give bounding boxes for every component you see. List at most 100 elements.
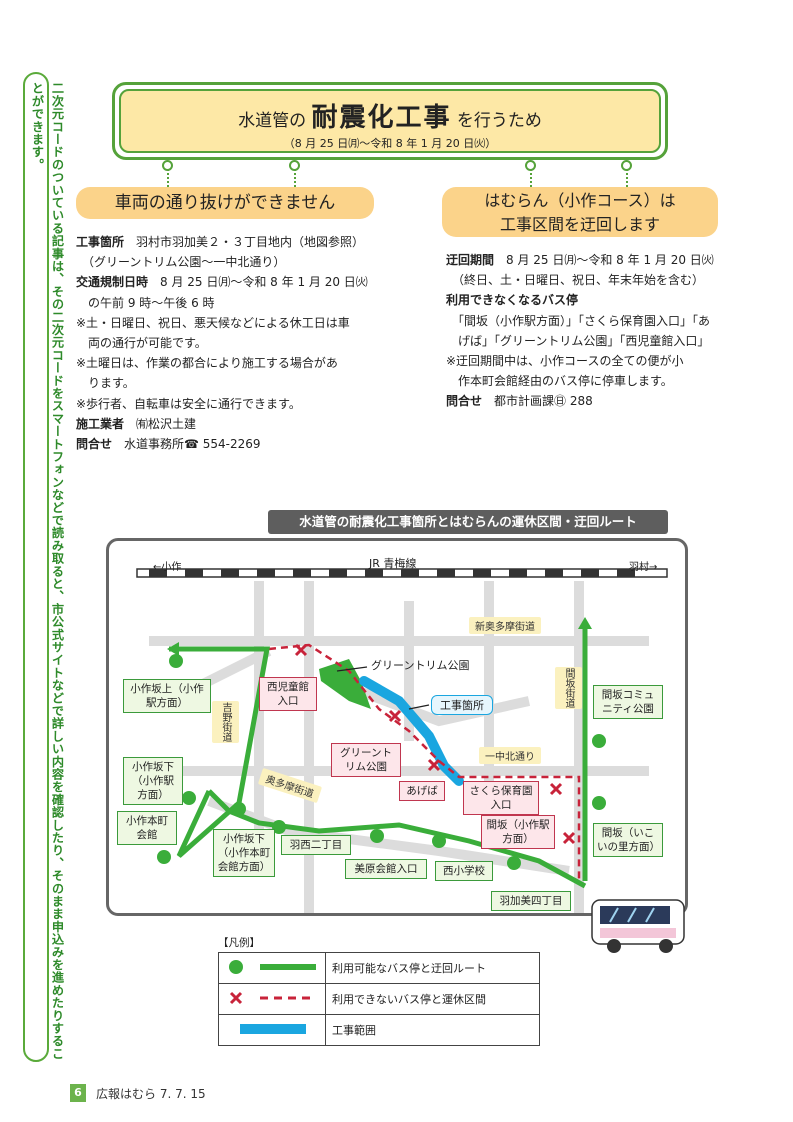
left-line: 施工業者 ㈲松沢土建 [76, 414, 382, 434]
stop-hakami4: 羽加美四丁目 [491, 891, 571, 911]
left-line: 工事箇所 羽村市羽加美２・３丁目地内（地図参照） [76, 232, 382, 252]
right-line: ※迂回期間中は、小作コースの全ての便が小 [446, 351, 722, 371]
legend-available: 利用可能なバス停と迂回ルート [325, 952, 540, 984]
left-line-text: ります。 [76, 376, 135, 391]
right-line-label: 利用できなくなるバス停 [446, 293, 579, 308]
stop-sakura: さくら保育園入口 [463, 781, 539, 815]
legend-construction: 工事範囲 [325, 1014, 540, 1046]
bus-illustration [591, 899, 685, 953]
stop-ageba: あげば [399, 781, 445, 801]
left-line: 両の通行が可能です。 [76, 333, 382, 353]
park-label: グリーントリム公園 [371, 659, 470, 672]
route-map: ←小作 羽村→ JR 青梅線 新奥多摩街道 間坂街道 吉野街道 奥多摩街道 一中… [106, 538, 688, 916]
park-shape [319, 659, 371, 709]
right-line-label: 問合せ [446, 394, 483, 409]
stop-magusaka-ozaku: 間坂（小作駅方面） [481, 815, 555, 849]
footer-text: 広報はむら 7. 7. 15 [96, 1087, 206, 1101]
header-title: 水道管の 耐震化工事 を行うため [121, 97, 659, 134]
left-line-text: （グリーントリム公園〜一中北通り） [76, 255, 286, 270]
stop-ozakusakaue: 小作坂上（小作駅方面） [123, 679, 211, 713]
stop-nishi-jidokan: 西児童館入口 [259, 677, 317, 711]
stop-honcho: 小作本町会館 [117, 811, 177, 845]
road-icchu: 一中北通り [479, 747, 541, 764]
stop-ozakusakashita-eki: 小作坂下（小作駅方面） [123, 757, 183, 805]
stop-mihara: 美原会館入口 [345, 859, 427, 879]
available-stop-markers [157, 654, 606, 870]
detour-arrow-up [578, 617, 592, 629]
detour-arrow-left [167, 642, 179, 656]
right-line-text: 都市計画課㊐ 288 [482, 394, 593, 409]
stop-ozakusakashita-honcho: 小作坂下（小作本町会館方面） [213, 829, 275, 877]
right-body: 迂回期間 8 月 25 日㈪〜令和 8 年 1 月 20 日㈫ （終日、土・日曜… [446, 250, 722, 412]
legend: 利用可能なバス停と迂回ルート 利用できないバス停と運休区間 工事範囲 [218, 952, 540, 1046]
left-line: ります。 [76, 373, 382, 393]
right-line: 迂回期間 8 月 25 日㈪〜令和 8 年 1 月 20 日㈫ [446, 250, 722, 270]
right-line-text: げば」「グリーントリム公園」「西児童館入口」 [446, 333, 710, 348]
right-line: げば」「グリーントリム公園」「西児童館入口」 [446, 331, 722, 351]
left-line-text: ※土曜日は、作業の都合により施工する場合があ [76, 356, 338, 371]
left-line: 交通規制日時 8 月 25 日㈪〜令和 8 年 1 月 20 日㈫ [76, 272, 382, 292]
unavailable-stop-markers [294, 643, 576, 845]
left-line: ※土曜日は、作業の都合により施工する場合があ [76, 353, 382, 373]
left-heading: 車両の通り抜けができません [76, 187, 374, 219]
side-note: 二次元コードのついている記事は、その二次元コードをスマートフォンなどで読み取ると… [23, 72, 64, 1062]
road-magusaka: 間坂街道 [555, 667, 582, 709]
header-prefix: 水道管の [238, 111, 307, 131]
right-line: 「間坂（小作駅方面）」「さくら保育園入口」「あ [446, 311, 722, 331]
rail-name: JR 青梅線 [369, 557, 417, 570]
connector-line [294, 169, 296, 187]
legend-symbol-construction [218, 1014, 326, 1046]
legend-symbol-unavailable [218, 983, 326, 1015]
stop-magusaka-ikoi: 間坂（いこいの里方面） [593, 823, 663, 857]
right-line: 利用できなくなるバス停 [446, 290, 722, 310]
rail-ties [149, 569, 635, 577]
rail-left-label: ←小作 [153, 562, 182, 573]
left-line-label: 施工業者 [76, 416, 125, 431]
right-line-text: 作本町会館経由のバス停に停車します。 [446, 374, 673, 389]
map-title: 水道管の耐震化工事箇所とはむらんの運休区間・迂回ルート [268, 510, 668, 534]
left-line: ※土・日曜日、祝日、悪天候などによる休工日は車 [76, 313, 382, 333]
left-line-text: 8 月 25 日㈪〜令和 8 年 1 月 20 日㈫ [148, 275, 368, 290]
left-line: 問合せ 水道事務所☎ 554-2269 [76, 434, 382, 454]
connector-line [167, 169, 169, 187]
header-main: 耐震化工事 [311, 103, 452, 133]
legend-title: 【凡例】 [218, 937, 260, 949]
right-line-text: （終日、土・日曜日、祝日、年末年始を含む） [446, 273, 705, 288]
construction-label: 工事箇所 [431, 695, 493, 715]
side-note-text: 二次元コードのついている記事は、その二次元コードをスマートフォンなどで読み取ると… [30, 82, 64, 1060]
header-suffix: を行うため [456, 111, 542, 131]
left-line-label: 問合せ [76, 437, 113, 452]
rail-right-label: 羽村→ [629, 562, 658, 573]
construction-range [359, 676, 464, 786]
left-line: の午前 9 時〜午後 6 時 [76, 293, 382, 313]
road-yoshino: 吉野街道 [212, 701, 239, 743]
legend-unavailable: 利用できないバス停と運休区間 [325, 983, 540, 1015]
connector-line [530, 169, 532, 187]
left-body: 工事箇所 羽村市羽加美２・３丁目地内（地図参照） （グリーントリム公園〜一中北通… [76, 232, 382, 454]
right-line: 問合せ 都市計画課㊐ 288 [446, 391, 722, 411]
stop-nishi-school: 西小学校 [435, 861, 493, 881]
right-line-label: 迂回期間 [446, 253, 495, 267]
left-line: ※歩行者、自転車は安全に通行できます。 [76, 394, 382, 414]
right-heading-line1: はむらん（小作コース）は [484, 191, 676, 210]
right-heading-line2: 工事区間を迂回します [499, 215, 660, 234]
page-number: 6 [70, 1084, 86, 1102]
left-line-text: 羽村市羽加美２・３丁目地内（地図参照） [124, 235, 365, 249]
stop-greentrim: グリーントリム公園 [331, 743, 401, 777]
right-line-text: 「間坂（小作駅方面）」「さくら保育園入口」「あ [446, 313, 711, 328]
stop-magusaka-comm: 間坂コミュニティ公園 [593, 685, 663, 719]
right-line-text: ※迂回期間中は、小作コースの全ての便が小 [446, 354, 684, 369]
construction-pointer [408, 704, 430, 710]
road-shin-okutama: 新奥多摩街道 [469, 617, 541, 634]
stop-hanishi: 羽西二丁目 [281, 835, 351, 855]
right-line: 作本町会館経由のバス停に停車します。 [446, 371, 722, 391]
left-line-text: ※土・日曜日、祝日、悪天候などによる休工日は車 [76, 315, 350, 330]
suspended-route [268, 643, 581, 881]
left-line-text: ㈲松沢土建 [124, 416, 197, 431]
right-line: （終日、土・日曜日、祝日、年末年始を含む） [446, 270, 722, 290]
connector-line [626, 169, 628, 187]
header-dates: （8 月 25 日㈪〜令和 8 年 1 月 20 日㈫） [283, 137, 497, 150]
park-pointer [336, 666, 368, 672]
header-box: 水道管の 耐震化工事 を行うため （8 月 25 日㈪〜令和 8 年 1 月 2… [119, 89, 661, 153]
left-line-label: 交通規制日時 [76, 275, 149, 290]
